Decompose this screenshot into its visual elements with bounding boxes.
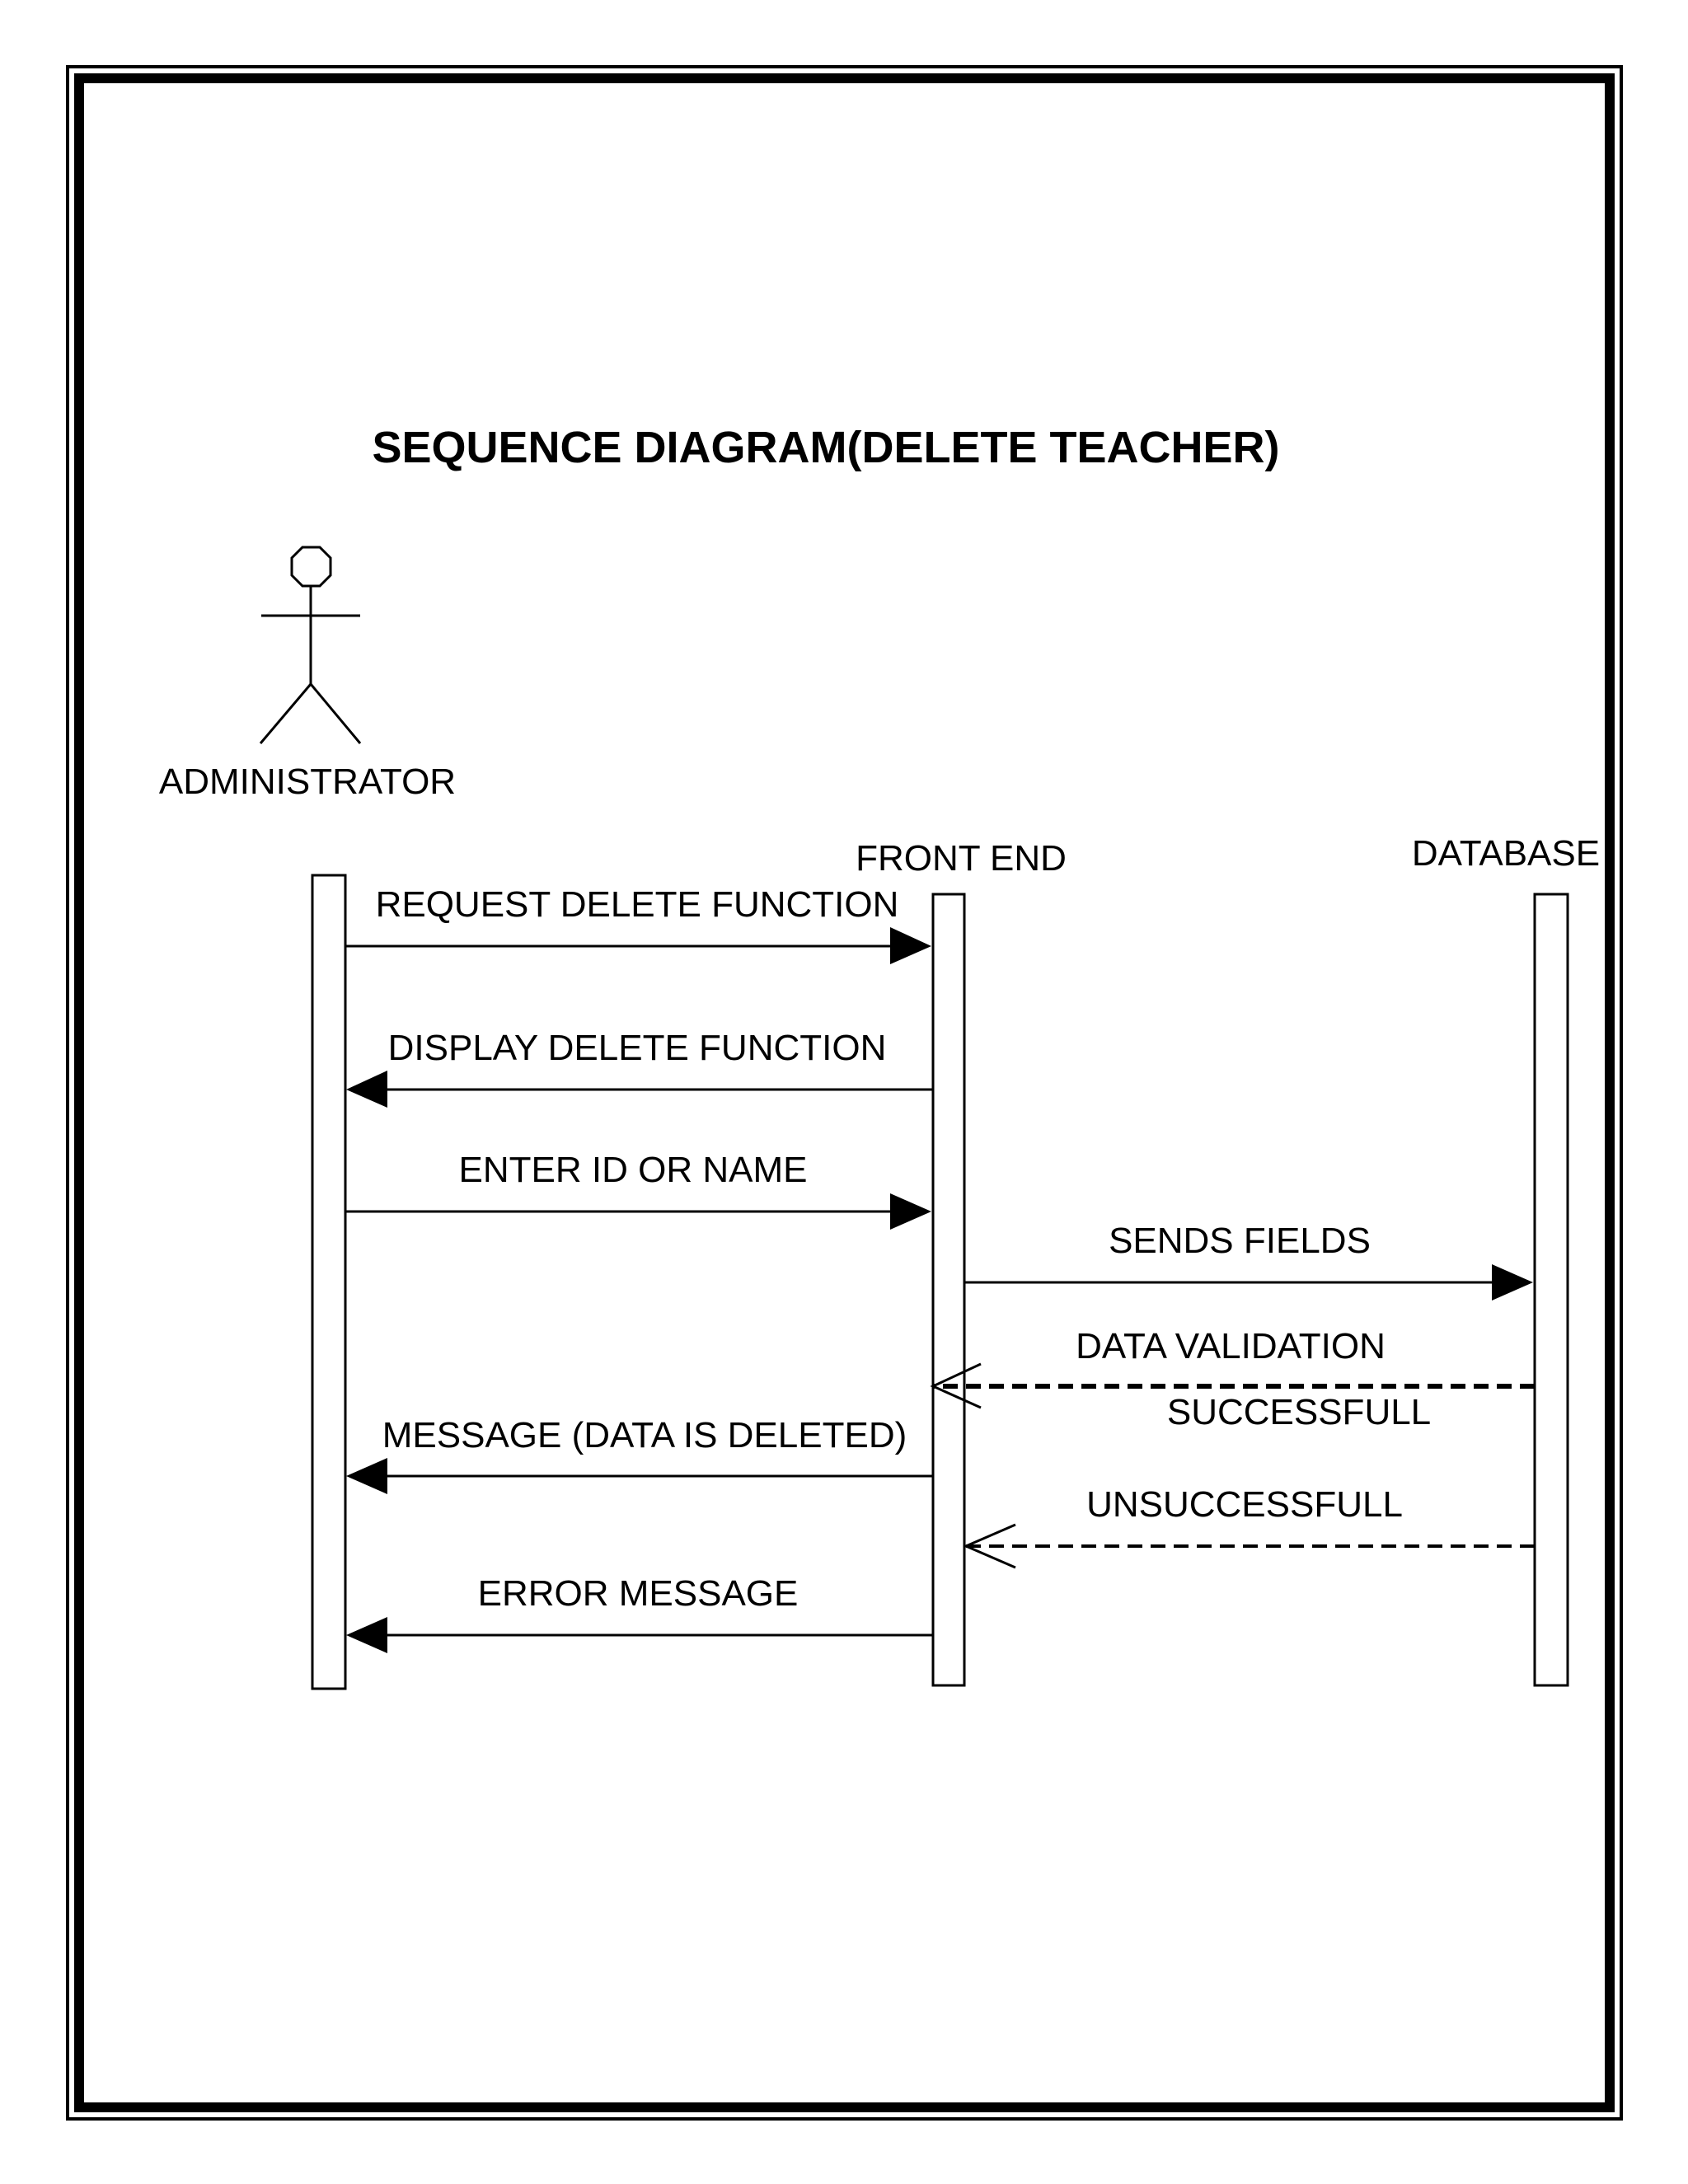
open-arrowhead-icon xyxy=(963,1523,1016,1569)
administrator-activation-bar xyxy=(311,874,347,1690)
filled-arrowhead-icon xyxy=(346,1458,387,1494)
message-label: ENTER ID OR NAME xyxy=(459,1150,808,1190)
message-label: MESSAGE (DATA IS DELETED) xyxy=(382,1415,907,1455)
actor-left-leg xyxy=(259,683,312,744)
message-sublabel: SUCCESSFULL xyxy=(1167,1392,1431,1432)
message-data-validation-successfull: DATA VALIDATION SUCCESSFULL xyxy=(930,1326,1535,1432)
participant-database-label: DATABASE xyxy=(1412,833,1600,874)
message-data-is-deleted: MESSAGE (DATA IS DELETED) xyxy=(346,1415,933,1494)
page-border xyxy=(66,65,1623,2121)
open-arrowhead-icon xyxy=(930,1362,982,1409)
message-label: DATA VALIDATION xyxy=(1076,1326,1386,1366)
page-border-outer xyxy=(66,65,1623,2121)
message-label: REQUEST DELETE FUNCTION xyxy=(376,884,899,925)
message-display-delete-function: DISPLAY DELETE FUNCTION xyxy=(346,1028,933,1108)
message-unsuccessfull: UNSUCCESSFULL xyxy=(963,1484,1535,1569)
message-label: UNSUCCESSFULL xyxy=(1086,1484,1403,1525)
actor-label: ADMINISTRATOR xyxy=(159,762,456,802)
filled-arrowhead-icon xyxy=(890,1193,931,1230)
actor-head xyxy=(290,546,332,588)
message-label: DISPLAY DELETE FUNCTION xyxy=(388,1028,887,1068)
message-label: ERROR MESSAGE xyxy=(478,1573,799,1614)
diagram-title: SEQUENCE DIAGRAM(DELETE TEACHER) xyxy=(372,423,1279,472)
database-activation-bar xyxy=(1533,893,1569,1687)
filled-arrowhead-icon xyxy=(346,1071,387,1108)
page-border-inner xyxy=(74,73,1615,2112)
actor-right-leg xyxy=(309,683,362,744)
participant-front-end-label: FRONT END xyxy=(856,838,1067,879)
message-request-delete-function: REQUEST DELETE FUNCTION xyxy=(345,884,931,964)
message-error-message: ERROR MESSAGE xyxy=(346,1573,933,1653)
message-enter-id-or-name: ENTER ID OR NAME xyxy=(345,1150,931,1230)
message-sends-fields: SENDS FIELDS xyxy=(964,1221,1533,1301)
filled-arrowhead-icon xyxy=(346,1617,387,1653)
filled-arrowhead-icon xyxy=(1492,1264,1533,1301)
filled-arrowhead-icon xyxy=(890,927,931,964)
front-end-activation-bar xyxy=(931,893,966,1687)
message-label: SENDS FIELDS xyxy=(1109,1221,1371,1261)
administrator-actor-icon xyxy=(259,546,362,744)
